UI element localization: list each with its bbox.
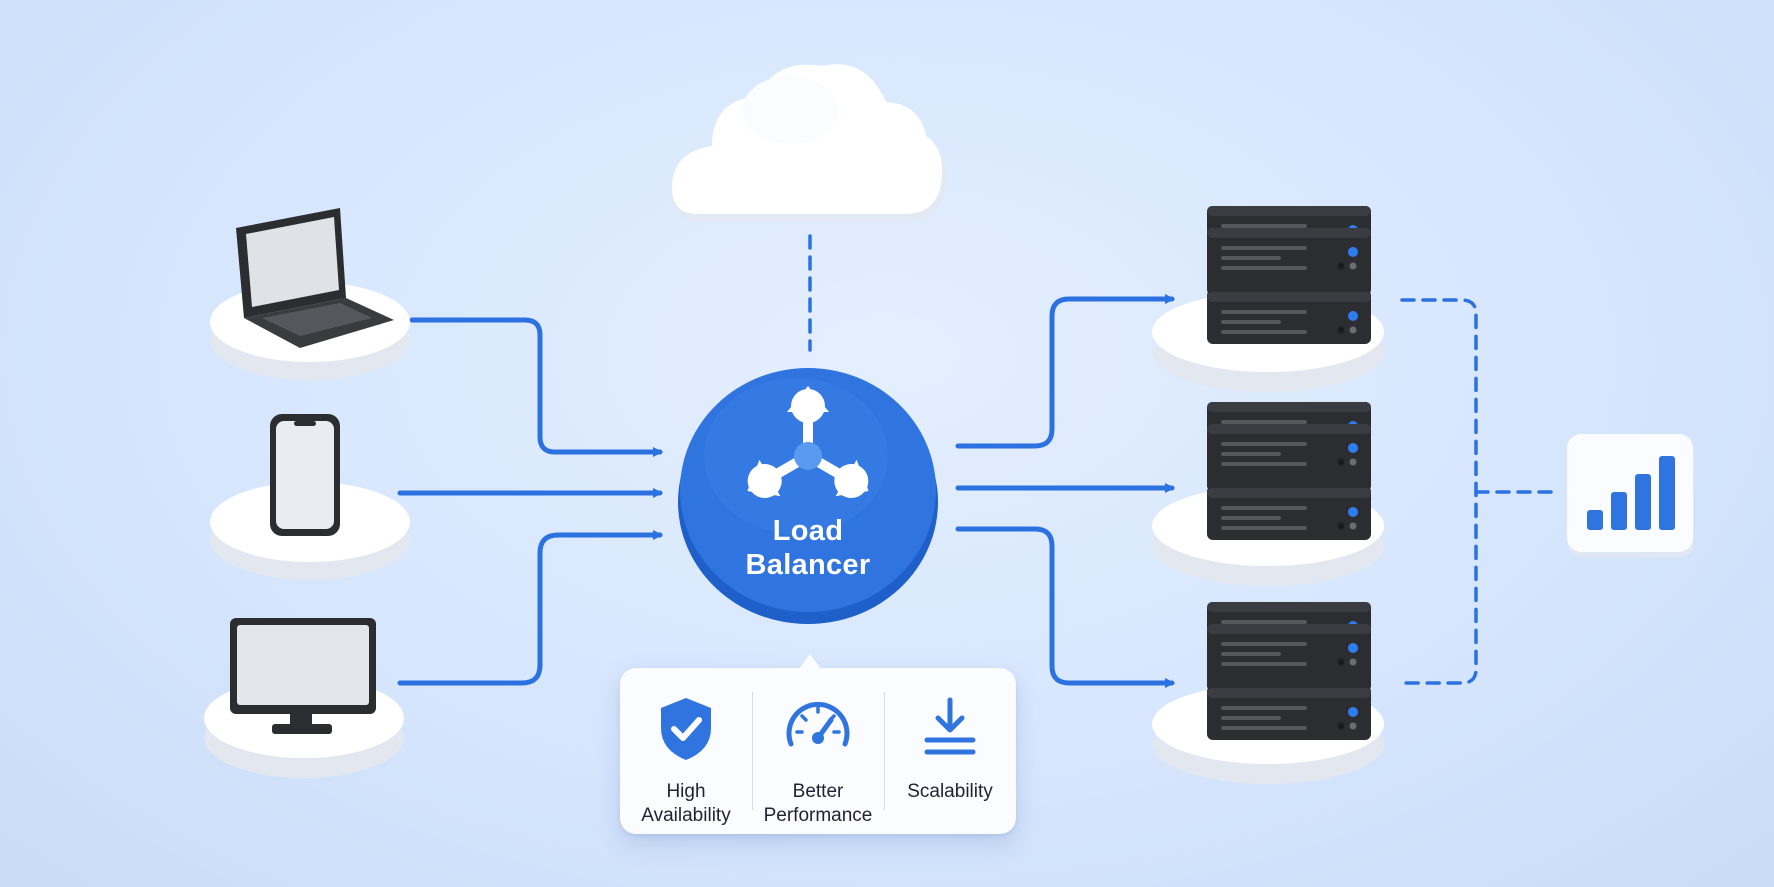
smartphone-icon <box>270 414 340 536</box>
benefit-scalability: Scalability <box>884 668 1016 834</box>
benefit-label: Better Performance <box>763 781 873 826</box>
shield-check-icon <box>661 698 711 760</box>
laptop-icon <box>236 208 394 348</box>
scale-download-icon <box>924 697 976 755</box>
speedometer-icon <box>786 701 850 747</box>
server-stack-icon <box>1152 402 1384 586</box>
laptop-to-balancer-arrow <box>409 317 663 457</box>
distribution-arrows-icon <box>747 386 869 499</box>
benefit-better-performance: Better Performance <box>752 668 884 834</box>
benefits-card: High Availability Better Performance Sca… <box>620 654 1016 834</box>
server-stack-icon <box>1152 206 1384 392</box>
benefit-label: High Availability <box>641 781 731 826</box>
desktop-monitor-icon <box>230 618 376 734</box>
benefit-label: Scalability <box>907 781 993 802</box>
load-balancer-label: Load Balancer <box>745 515 871 581</box>
server-stack-icon <box>1152 602 1384 784</box>
monitor-to-balancer-arrow <box>397 530 663 686</box>
balancer-to-server-1-arrow <box>955 294 1175 449</box>
benefit-high-availability: High Availability <box>620 668 752 834</box>
bar-chart-icon <box>1587 456 1675 530</box>
balancer-to-server-3-arrow <box>955 526 1175 688</box>
